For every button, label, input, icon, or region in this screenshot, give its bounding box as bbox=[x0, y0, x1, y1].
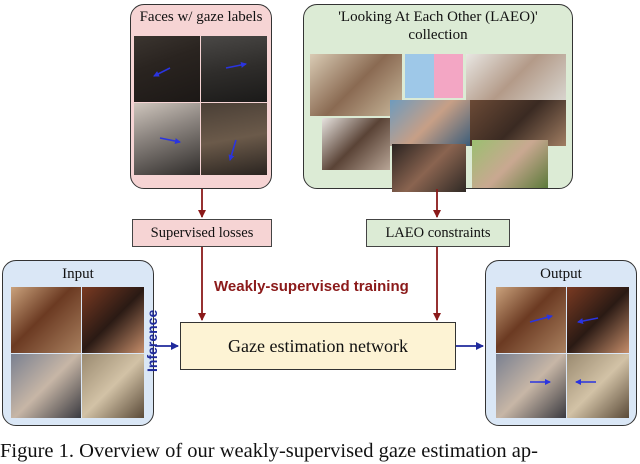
laeo-photo-5 bbox=[470, 100, 566, 146]
figure-caption: Figure 1. Overview of our weakly-supervi… bbox=[0, 440, 538, 462]
laeo-photo-2 bbox=[405, 54, 463, 98]
laeo-constraints-box: LAEO constraints bbox=[366, 219, 510, 247]
gaze-arrow-2 bbox=[225, 62, 247, 69]
supervised-losses-box: Supervised losses bbox=[132, 219, 272, 247]
gaze-arrow-4 bbox=[228, 139, 237, 161]
gaze-arrow-3 bbox=[159, 137, 181, 144]
input-photo-2 bbox=[82, 287, 144, 353]
input-photo-1 bbox=[11, 287, 81, 353]
output-photo-4 bbox=[567, 354, 629, 418]
laeo-photo-3 bbox=[466, 54, 566, 100]
output-photo-1 bbox=[496, 287, 566, 353]
laeo-panel-title-line1: 'Looking At Each Other (LAEO)' bbox=[338, 9, 538, 25]
gaze-estimation-network-box: Gaze estimation network bbox=[180, 322, 456, 370]
gaze-arrow-1 bbox=[153, 67, 171, 77]
laeo-photo-1 bbox=[310, 54, 402, 116]
output-photo-3 bbox=[496, 354, 566, 418]
laeo-photo-7 bbox=[392, 144, 466, 192]
face-photo-4 bbox=[201, 103, 267, 175]
output-panel-title: Output bbox=[540, 266, 582, 282]
laeo-photo-8 bbox=[472, 140, 548, 188]
face-photo-2 bbox=[201, 36, 267, 102]
output-gaze-arrow-1 bbox=[529, 314, 553, 323]
input-panel-title: Input bbox=[62, 266, 94, 282]
laeo-photo-6 bbox=[322, 118, 390, 170]
laeo-panel-title-line2: collection bbox=[408, 27, 468, 43]
output-gaze-arrow-2 bbox=[577, 317, 599, 324]
laeo-photo-4 bbox=[390, 100, 470, 146]
weakly-supervised-training-label: Weakly-supervised training bbox=[214, 278, 409, 295]
faces-panel-title: Faces w/ gaze labels bbox=[139, 9, 263, 25]
input-photo-4 bbox=[82, 354, 144, 418]
input-photo-3 bbox=[11, 354, 81, 418]
